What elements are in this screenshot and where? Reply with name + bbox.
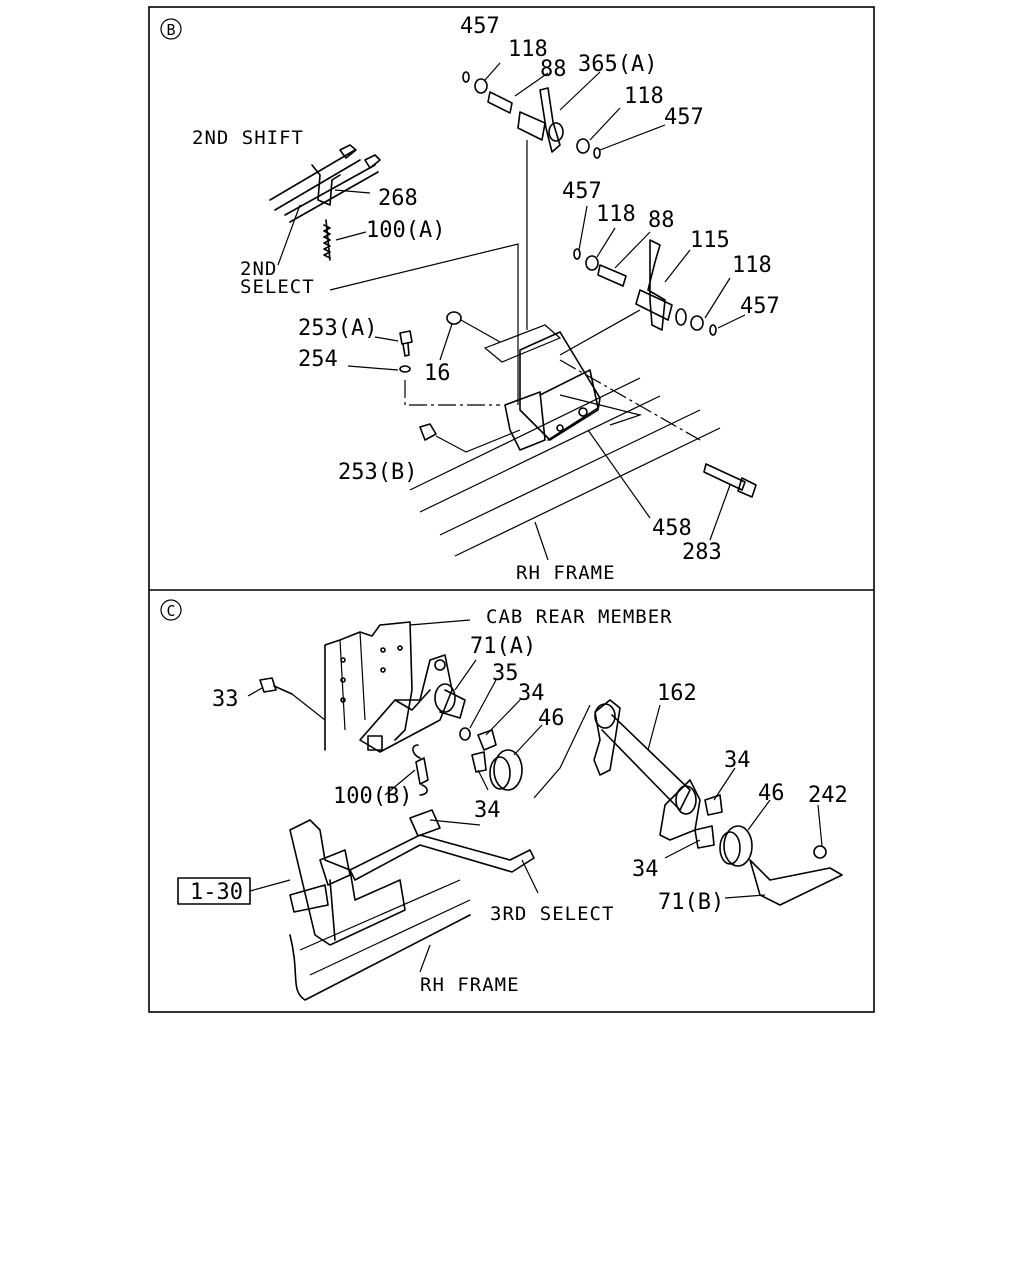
bolt-253b (419, 423, 437, 441)
panel-b-marker: B (166, 21, 175, 39)
bolt-33 (259, 677, 277, 693)
pin-88a (487, 91, 513, 114)
leaders-b (334, 62, 746, 561)
label-46: 46 (758, 781, 785, 806)
clip-34b (471, 751, 487, 773)
label-253a: 253(A) (298, 316, 377, 341)
panel-c: C (160, 599, 848, 1001)
label-100b: 100(B) (333, 784, 412, 809)
panel-b-marker-circle (160, 18, 182, 40)
bolts-b (399, 311, 757, 498)
bolt-253a (399, 330, 413, 345)
label-457: 457 (740, 294, 780, 319)
lower-assembly (289, 809, 535, 1001)
pivot-assembly-upper (462, 71, 601, 330)
label-457: 457 (562, 179, 602, 204)
2nd-shift-rod (269, 149, 361, 211)
3rd-select-lever (349, 834, 535, 881)
label-71a: 71(A) (470, 634, 536, 659)
pin-88b (597, 264, 627, 287)
bushing-118a (474, 78, 488, 94)
label-268: 268 (378, 186, 418, 211)
snap-ring-457a (462, 71, 470, 83)
label-253b: 253(B) (338, 460, 417, 485)
label-34: 34 (518, 681, 545, 706)
panel-c-marker-circle (160, 599, 182, 621)
label-34: 34 (724, 748, 751, 773)
lever-115 (647, 239, 666, 331)
label-118: 118 (732, 253, 772, 278)
label-16: 16 (424, 361, 451, 386)
label-cab-rear-member: CAB REAR MEMBER (486, 606, 673, 628)
bolt-283 (703, 463, 746, 491)
label-2nd-shift: 2ND SHIFT (192, 127, 304, 149)
snap-ring-457d (709, 324, 717, 336)
label-100a: 100(A) (366, 218, 445, 243)
bracket-71b (749, 859, 843, 906)
bracket-458 (483, 309, 701, 451)
label-35: 35 (492, 661, 519, 686)
diagram-frame (148, 6, 875, 1013)
label-88: 88 (540, 57, 567, 82)
label-254: 254 (298, 347, 338, 372)
label-3rd-select: 3RD SELECT (490, 903, 614, 925)
label-283: 283 (682, 540, 722, 565)
label-71b: 71(B) (658, 890, 724, 915)
boot-46b (723, 825, 753, 867)
label-115: 115 (690, 228, 730, 253)
label-118: 118 (508, 37, 548, 62)
label-34: 34 (474, 798, 501, 823)
leaders-c (247, 659, 823, 973)
pivot-assembly-middle (573, 239, 717, 336)
label-2nd: 2ND (240, 258, 277, 280)
label-rh-frame: RH FRAME (420, 974, 520, 996)
clip-34d (694, 825, 715, 849)
snap-ring-35 (459, 727, 471, 741)
snap-ring-457c (573, 248, 581, 260)
label-162: 162 (657, 681, 697, 706)
panel-c-marker: C (166, 602, 175, 620)
bushing-118b (576, 138, 590, 154)
shift-rods (269, 144, 381, 266)
bracket-71a (359, 654, 591, 799)
lever-365a (539, 87, 561, 153)
cab-rear-member (324, 619, 471, 751)
label-34: 34 (632, 857, 659, 882)
label-118: 118 (596, 202, 636, 227)
bushing-118d (690, 315, 704, 331)
label-457: 457 (460, 14, 500, 39)
label-46: 46 (538, 706, 565, 731)
bushing-118c (585, 255, 599, 271)
panel-b: B (160, 14, 780, 584)
label-118: 118 (624, 84, 664, 109)
nut-242 (813, 845, 827, 859)
label-457: 457 (664, 105, 704, 130)
clip-34a (477, 729, 497, 751)
nut-16 (446, 311, 462, 325)
clip-34c (704, 794, 723, 816)
label-88: 88 (648, 208, 675, 233)
boot-46a (493, 749, 523, 791)
label-rh-frame: RH FRAME (516, 562, 616, 584)
label-1-30: 1-30 (190, 880, 243, 905)
rh-frame-rails-b (409, 377, 721, 557)
fasteners-c (259, 677, 429, 796)
washer-254 (399, 365, 411, 373)
label-365a: 365(A) (578, 52, 657, 77)
label-458: 458 (652, 516, 692, 541)
spring-100b (415, 757, 429, 785)
label-242: 242 (808, 783, 848, 808)
label-select: SELECT (240, 276, 315, 298)
label-33: 33 (212, 687, 239, 712)
snap-ring-457b (593, 147, 601, 159)
